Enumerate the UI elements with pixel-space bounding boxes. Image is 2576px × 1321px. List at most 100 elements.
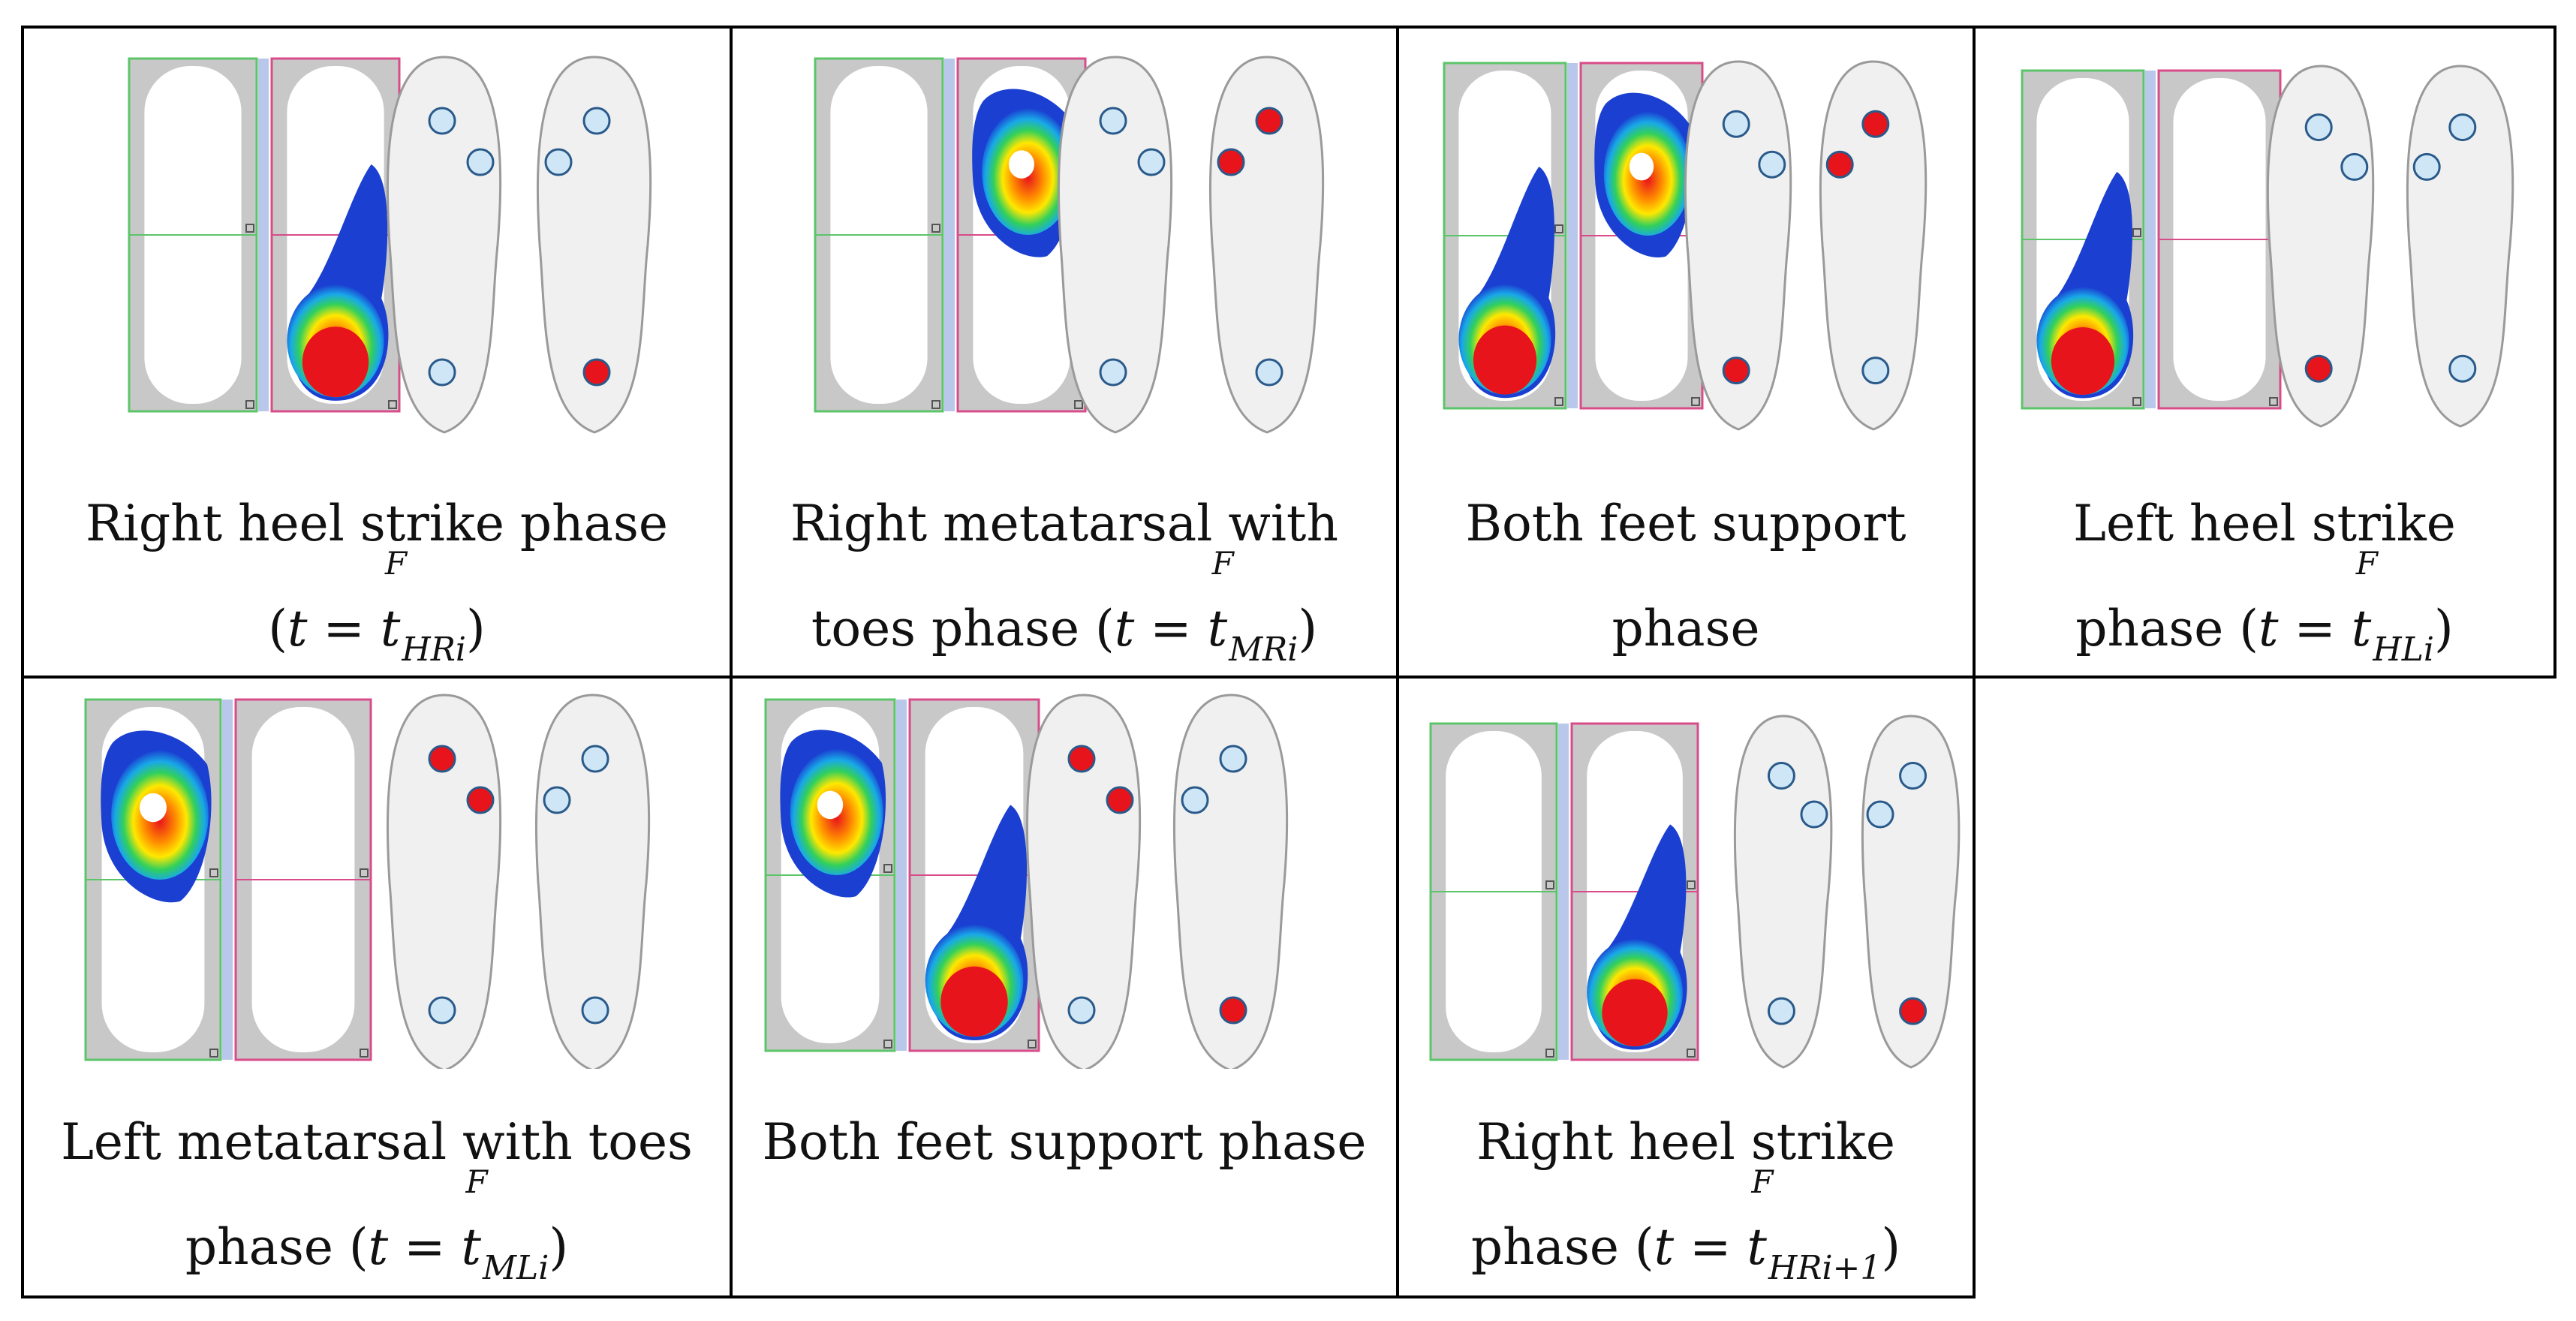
pressure-sensor-inactive (1861, 357, 1890, 385)
insole-diagram (386, 694, 502, 1069)
pressure-sensor-inactive (543, 786, 571, 814)
pressure-sensor-inactive (582, 107, 611, 135)
scale-bar (222, 700, 233, 1060)
pressure-sensor-inactive (1899, 762, 1927, 790)
pressure-sensor-inactive (1099, 358, 1127, 387)
pressure-sensor-inactive (2448, 113, 2477, 142)
marker-square (1687, 1049, 1696, 1058)
pressure-peak (302, 326, 369, 398)
pressure-peak (1602, 979, 1668, 1047)
insole-diagram (1025, 694, 1142, 1069)
pressure-sensor-inactive (2304, 113, 2333, 142)
pressure-map-panel (2157, 69, 2282, 410)
marker-square (883, 864, 892, 873)
scale-bar (896, 700, 907, 1051)
pressure-sensor-active (2304, 354, 2333, 383)
caption-line-1: Left heel strike (2073, 495, 2456, 552)
pressure-sensor-active (1217, 148, 1245, 176)
marker-square (1545, 1049, 1554, 1058)
insole-diagram (534, 694, 651, 1069)
marker-square (931, 400, 940, 409)
insole-outline (1025, 694, 1142, 1069)
pressure-map-panel (2021, 69, 2145, 410)
marker-square (2132, 397, 2141, 406)
insole-diagram (386, 56, 502, 434)
pressure-sensor-inactive (1219, 745, 1247, 773)
marker-square (388, 400, 397, 409)
pressure-sensor-inactive (1255, 358, 1283, 387)
scale-bar (1558, 724, 1569, 1060)
caption-line-1: Left metatarsal with toes (61, 1113, 693, 1171)
pressure-map-panel (1570, 722, 1699, 1061)
phase-figure (84, 694, 651, 1069)
insole-diagram (1861, 715, 1961, 1069)
pressure-sensor-active (466, 786, 495, 814)
pressure-peak (1473, 325, 1537, 395)
scale-bar (1567, 63, 1578, 408)
scale-bar (258, 59, 269, 411)
marker-square (2269, 397, 2278, 406)
pressure-sensor-active (582, 358, 611, 387)
pressure-sensor-inactive (1758, 150, 1786, 179)
pressure-sensor-inactive (428, 107, 456, 135)
pressure-map-panel (764, 698, 896, 1052)
phase-figure (1443, 60, 1927, 431)
phase-figure (814, 56, 1325, 434)
pressure-sensor-active (1861, 110, 1890, 138)
pressure-sensor-inactive (466, 148, 495, 176)
marker-square (1028, 1040, 1037, 1049)
pressure-sensor-inactive (2412, 152, 2441, 181)
pressure-sensor-active (1067, 745, 1096, 773)
pressure-sensor-active (1106, 786, 1134, 814)
pressure-sensor-active (428, 745, 456, 773)
caption-line-1: Right heel strike (1476, 1113, 1895, 1171)
pressure-gap (1009, 150, 1034, 179)
phase-figure (1429, 715, 1961, 1069)
insole-diagram (536, 56, 652, 434)
pressure-sensor-active (1255, 107, 1283, 135)
pressure-sensor-inactive (544, 148, 573, 176)
pressure-peak (940, 966, 1008, 1037)
pressure-map-panel (270, 57, 401, 413)
pressure-sensor-inactive (2448, 354, 2477, 383)
phase-figure (764, 694, 1289, 1069)
pressure-gap (817, 790, 844, 820)
pressure-map-panel (814, 57, 944, 413)
caption-line-1: Both feet support phase (762, 1113, 1367, 1171)
phase-caption: Both feet support phase (1399, 471, 1973, 682)
marker-square (245, 224, 254, 233)
pressure-sensor-inactive (428, 358, 456, 387)
marker-square (1687, 880, 1696, 889)
pressure-gap (1629, 152, 1654, 181)
pressure-map-panel (1443, 62, 1567, 410)
phase-caption: Both feet support phase (733, 1090, 1396, 1195)
pressure-map-panel (908, 698, 1040, 1052)
marker-square (1691, 397, 1700, 406)
pressure-map-panel (1429, 722, 1558, 1061)
pressure-sensor-inactive (1181, 786, 1209, 814)
insole-diagram (1057, 56, 1173, 434)
pressure-sensor-inactive (1137, 148, 1166, 176)
caption-line-1: Right metatarsal with (790, 495, 1338, 552)
marker-square (883, 1040, 892, 1049)
phase-cell-3: Both feet support phase (1396, 26, 1976, 679)
pressure-sensor-inactive (581, 996, 609, 1025)
marker-square (2132, 228, 2141, 237)
marker-square (1554, 224, 1563, 233)
insole-outline (386, 694, 502, 1069)
marker-square (209, 868, 218, 877)
marker-square (1554, 397, 1563, 406)
pressure-gap (140, 793, 167, 823)
insole-diagram (1172, 694, 1289, 1069)
insole-diagram (1733, 715, 1833, 1069)
